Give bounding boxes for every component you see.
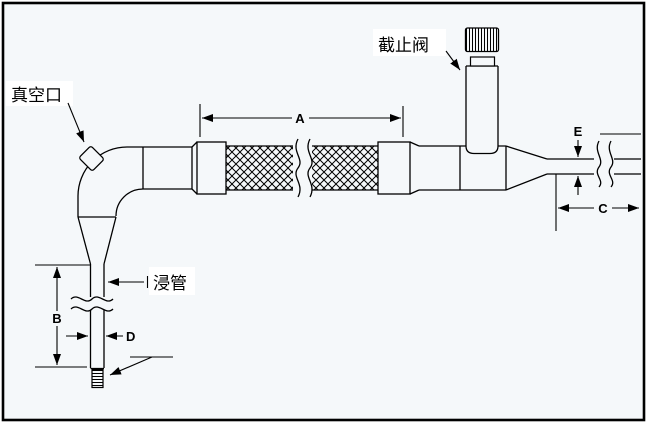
dim-a-label: A — [295, 111, 305, 126]
vacuum-port-label-bg — [6, 81, 73, 106]
dip-tube-label-bg — [149, 267, 195, 295]
dim-c-label: C — [598, 201, 608, 216]
dip-tube-label: 浸管 — [153, 274, 187, 294]
valve-saddle-arc — [465, 145, 499, 155]
dip-tube-break-symbol — [70, 296, 114, 312]
outlet-tube-break-symbol — [596, 140, 614, 188]
stop-valve-leader-arrow — [445, 50, 461, 71]
stop-valve-label: 截止阀 — [378, 36, 429, 56]
main-tube-right — [419, 145, 507, 191]
dim-b-extension-lines — [35, 264, 90, 368]
valve-neck — [469, 56, 496, 67]
dip-tube-funnel — [77, 216, 117, 265]
dimension-c: C — [555, 174, 639, 231]
dimension-e: E — [574, 124, 583, 195]
dimension-a: A — [199, 104, 404, 137]
main-tube-left — [127, 146, 192, 190]
hose-fitting-left-flange — [191, 141, 198, 195]
hose-fitting-right-chamfer — [409, 141, 420, 195]
vacuum-port-leader-arrow — [67, 102, 85, 143]
braided-hose-left — [226, 146, 293, 190]
braided-hose-left-edges — [226, 145, 293, 191]
vacuum-port-label: 真空口 — [11, 86, 62, 106]
outlet-tube — [547, 158, 641, 175]
thread-leader-arrow — [109, 356, 153, 376]
vacuum-port-stub — [79, 146, 104, 171]
dimension-d: D — [66, 329, 135, 344]
threaded-tip — [91, 368, 104, 389]
hose-break-symbol — [295, 138, 313, 198]
dim-d-label: D — [126, 329, 135, 344]
dimension-b: B — [35, 264, 90, 368]
hose-fitting-left — [196, 141, 227, 195]
braided-hose-right-edges — [312, 145, 378, 191]
hose-fitting-right — [377, 141, 411, 195]
dim-e-label: E — [574, 124, 583, 139]
outlet-taper — [505, 145, 548, 191]
dip-tube — [89, 264, 105, 370]
assembly-drawing — [70, 27, 641, 389]
dim-a-extension-lines — [199, 104, 404, 137]
stop-valve-label-bg — [373, 29, 446, 56]
valve-knob — [464, 27, 500, 53]
dim-b-label: B — [52, 311, 61, 326]
braided-hose-right — [312, 146, 378, 190]
